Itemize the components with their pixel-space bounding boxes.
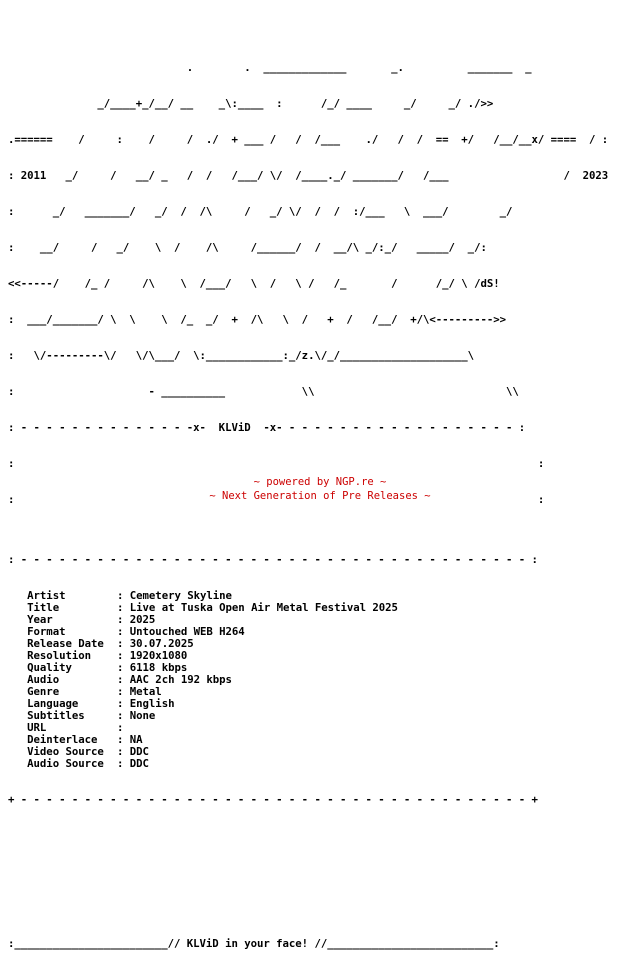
detail-row: Audio : AAC 2ch 192 kbps (27, 674, 232, 686)
detail-row: Year : 2025 (27, 614, 156, 626)
detail-row: Title : Live at Tuska Open Air Metal Fes… (27, 602, 398, 614)
detail-value: 6118 kbps (129, 662, 188, 674)
detail-label: Title (27, 602, 60, 614)
detail-label: Quality (27, 662, 72, 674)
ascii-art-line: : - __________ \\ \\ (8, 386, 519, 398)
ascii-art-line: : 2011 _/ / __/ _ / / /___/ \/ /____._/ … (8, 170, 609, 182)
detail-label: Resolution (27, 650, 92, 662)
detail-value: Metal (129, 686, 162, 698)
detail-row: Resolution : 1920x1080 (27, 650, 188, 662)
empty-frame-line (8, 902, 632, 914)
detail-value: Untouched WEB H264 (129, 626, 245, 638)
detail-row: Language : English (27, 698, 175, 710)
detail-value: English (129, 698, 175, 710)
detail-value: 1920x1080 (129, 650, 188, 662)
detail-value: AAC 2ch 192 kbps (129, 674, 232, 686)
ascii-art-line: <<-----/ /_ / /\ \ /___/ \ / \ / /_ / /_… (8, 278, 500, 290)
detail-value: Live at Tuska Open Air Metal Festival 20… (129, 602, 398, 614)
ascii-art-line: _/____+_/__/ __ _\:____ : /_/ ____ _/ _/… (8, 98, 494, 110)
detail-value: None (129, 710, 156, 722)
detail-value: NA (129, 734, 143, 746)
ascii-art-line: : \/---------\/ \/\___/ \:____________:_… (8, 350, 475, 362)
detail-label: Audio Source (27, 758, 104, 770)
detail-row: URL : (27, 722, 130, 734)
detail-label: Release Date (27, 638, 104, 650)
ascii-art-line: : __/ / _/ \ / /\ /______/ / __/\ _/:_/ … (8, 242, 487, 254)
detail-label: Video Source (27, 746, 104, 758)
detail-value: DDC (129, 746, 149, 758)
ascii-art-line: . . _____________ _. _______ _ (8, 62, 532, 74)
ascii-art-line: : - - - - - - - - - - - - - -x- KLViD -x… (8, 422, 526, 434)
ascii-banner: . . _____________ _. _______ _ _/____+_/… (8, 38, 632, 530)
detail-row: Video Source : DDC (27, 746, 149, 758)
tagline-text: ~ Next Generation of Pre Releases ~ (209, 490, 431, 502)
detail-value: Cemetery Skyline (129, 590, 232, 602)
detail-label: Language (27, 698, 79, 710)
ascii-art-line: .====== / : / / ./ + ___ / / /___ ./ / /… (8, 134, 609, 146)
detail-value: DDC (129, 758, 149, 770)
detail-label: Year (27, 614, 53, 626)
detail-label: Genre (27, 686, 60, 698)
footer-credits: ~ powered by NGP.re ~ ~ Next Generation … (0, 475, 640, 503)
ascii-art-line: : _/ _______/ _/ / /\ / _/ \/ / / :/___ … (8, 206, 513, 218)
detail-value: 30.07.2025 (129, 638, 194, 650)
detail-label: Artist (27, 590, 66, 602)
detail-label: Subtitles (27, 710, 85, 722)
detail-row: Genre : Metal (27, 686, 162, 698)
section-divider-bottom: + - - - - - - - - - - - - - - - - - - - … (8, 794, 538, 806)
powered-by-text: ~ powered by NGP.re ~ (253, 476, 387, 488)
detail-label: Deinterlace (27, 734, 98, 746)
detail-row: Subtitles : None (27, 710, 156, 722)
release-details: Artist : Cemetery Skyline Title : Live a… (8, 590, 632, 770)
detail-row: Release Date : 30.07.2025 (27, 638, 194, 650)
detail-row: Format : Untouched WEB H264 (27, 626, 245, 638)
empty-frame-line (8, 866, 632, 878)
footer-bar: :________________________// KLViD in you… (8, 938, 500, 950)
detail-row: Deinterlace : NA (27, 734, 143, 746)
detail-label: Format (27, 626, 66, 638)
detail-label: Audio (27, 674, 60, 686)
detail-row: Quality : 6118 kbps (27, 662, 188, 674)
detail-label: URL (27, 722, 47, 734)
ascii-art-line: : : (8, 458, 545, 470)
ascii-art-line: : : (8, 494, 545, 506)
section-divider-top: : - - - - - - - - - - - - - - - - - - - … (8, 554, 538, 566)
ascii-art-line: : ___/_______/ \ \ \ /_ _/ + /\ \ / + / … (8, 314, 506, 326)
empty-frame-line (8, 830, 632, 842)
detail-row: Audio Source : DDC (27, 758, 149, 770)
detail-value: 2025 (129, 614, 156, 626)
detail-row: Artist : Cemetery Skyline (27, 590, 232, 602)
